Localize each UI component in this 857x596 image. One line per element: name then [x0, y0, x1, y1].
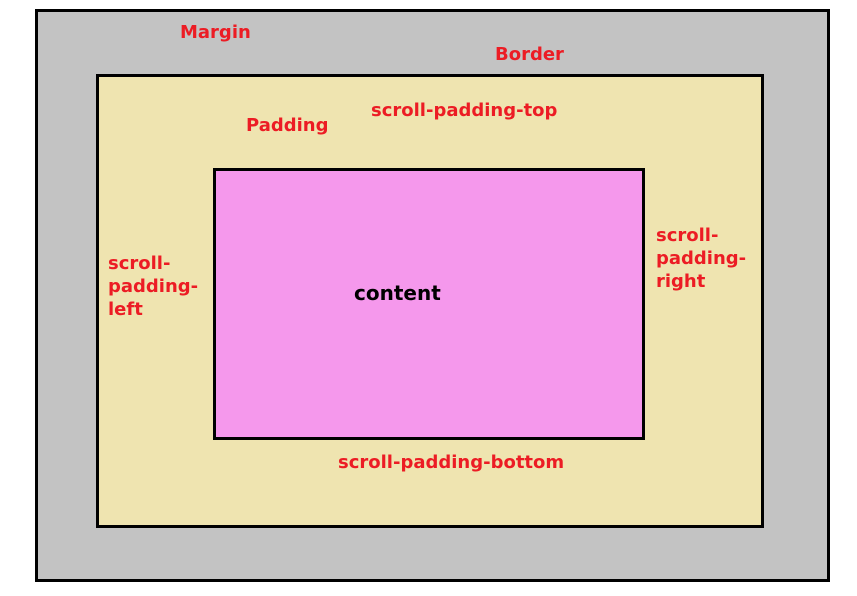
content-label: content	[354, 281, 441, 305]
scroll-padding-right-label: scroll- padding- right	[656, 224, 746, 293]
scroll-padding-right-line-1: scroll-	[656, 225, 719, 246]
scroll-padding-left-label: scroll- padding- left	[108, 252, 198, 321]
margin-label: Margin	[180, 22, 251, 43]
scroll-padding-left-line-1: scroll-	[108, 253, 171, 274]
border-label: Border	[495, 44, 564, 65]
scroll-padding-left-line-3: left	[108, 299, 143, 320]
scroll-padding-top-label: scroll-padding-top	[371, 100, 558, 121]
scroll-padding-left-line-2: padding-	[108, 276, 199, 297]
content-area	[213, 168, 645, 440]
scroll-padding-right-line-2: padding-	[656, 248, 747, 269]
scroll-padding-right-line-3: right	[656, 271, 706, 292]
padding-label: Padding	[246, 115, 329, 136]
scroll-padding-bottom-label: scroll-padding-bottom	[338, 452, 565, 473]
